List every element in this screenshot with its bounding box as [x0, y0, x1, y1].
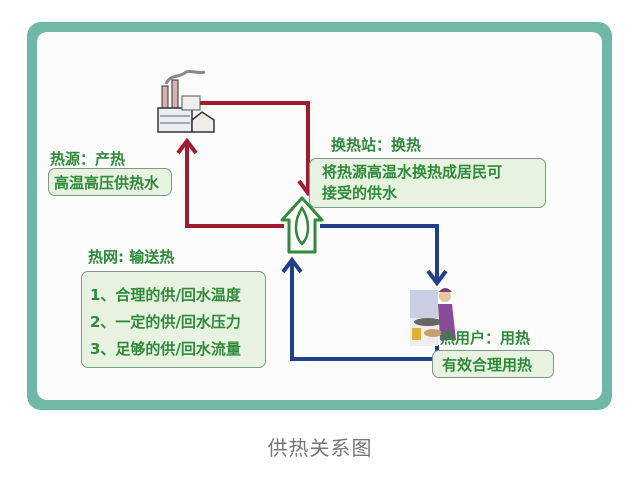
supply-line-to-source — [185, 143, 284, 228]
heat-network-list-box: 1、合理的供/回水温度 2、一定的供/回水压力 3、足够的供/回水流量 — [81, 271, 266, 368]
return-arrowhead-station — [281, 256, 303, 274]
heat-user-title: 热用户：用热 — [440, 329, 531, 347]
return-line-to-user — [320, 224, 439, 280]
heat-network-item: 1、合理的供/回水温度 — [90, 286, 241, 304]
exchange-station-desc-box: 将热源高温水换热成居民可 接受的供水 — [309, 158, 546, 208]
heat-exchange-station-icon — [280, 196, 324, 254]
heat-user-desc-box: 有效合理用热 — [432, 350, 554, 378]
return-arrowhead-user — [426, 269, 448, 287]
heat-network-item: 3、足够的供/回水流量 — [90, 340, 241, 358]
heat-source-desc: 高温高压供热水 — [54, 174, 160, 192]
heat-network-item: 2、一定的供/回水压力 — [90, 313, 241, 331]
exchange-station-title: 换热站：换热 — [331, 136, 422, 154]
exchange-station-desc-line: 将热源高温水换热成居民可 — [322, 163, 503, 181]
diagram-caption: 供热关系图 — [267, 436, 373, 460]
heat-network-title: 热网: 输送热 — [88, 248, 175, 266]
heat-source-title: 热源：产热 — [50, 150, 126, 168]
supply-line-to-station — [200, 101, 310, 190]
heat-user-desc: 有效合理用热 — [442, 356, 533, 374]
factory-icon — [157, 69, 215, 133]
heat-user-icon — [410, 288, 456, 346]
exchange-station-desc-line: 接受的供水 — [322, 184, 398, 202]
heat-source-desc-box: 高温高压供热水 — [48, 168, 172, 196]
supply-arrowhead-source — [176, 137, 198, 155]
